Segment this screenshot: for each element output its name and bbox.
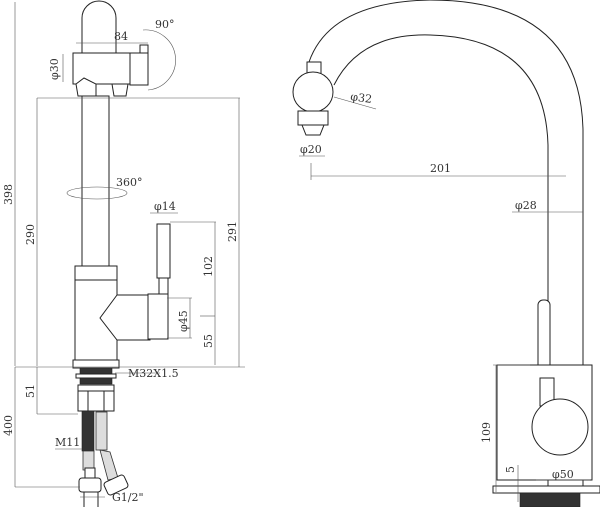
- dim-201: 201: [430, 162, 451, 175]
- aerator-right: [111, 83, 129, 97]
- aerator-collar: [297, 110, 329, 126]
- thread-band-2: [79, 377, 113, 385]
- front-thread: [519, 492, 581, 507]
- spout-top: [81, 0, 117, 61]
- spout-outer: [308, 0, 584, 490]
- hose-nut-right: [103, 474, 129, 496]
- aerator-ball: [292, 71, 334, 113]
- dim-g12: G1/2": [112, 491, 144, 504]
- front-cartridge: [531, 398, 589, 456]
- lever-base: [99, 294, 151, 341]
- dim-phi14: φ14: [154, 200, 176, 213]
- threaded-rod: [81, 410, 95, 452]
- dim-109: 109: [480, 422, 493, 443]
- front-view: φ32 φ20 201 φ28 109 5 φ50: [292, 0, 600, 507]
- front-base-plate: [492, 485, 600, 494]
- dim-thread: M32X1.5: [128, 367, 179, 380]
- hex-nut: [77, 390, 115, 412]
- dim-phi50: φ50: [552, 468, 574, 481]
- thread-band-1: [79, 367, 113, 375]
- lever-cartridge: [147, 293, 169, 340]
- lever-handle: [156, 223, 171, 279]
- dim-290: 290: [24, 224, 37, 245]
- pivot-cap: [139, 44, 149, 54]
- dim-phi32: φ32: [350, 90, 373, 106]
- dim-m11: M11: [55, 436, 80, 449]
- dim-291: 291: [226, 221, 239, 242]
- spout-inner: [333, 34, 549, 490]
- dim-phi30: φ30: [48, 58, 61, 80]
- rotate-90-icon: [142, 29, 176, 91]
- dim-phi20: φ20: [300, 143, 322, 156]
- hose-right: [95, 411, 108, 451]
- rotate-360-icon: [66, 186, 128, 200]
- dim-398: 398: [2, 184, 15, 205]
- spout-tube: [81, 95, 110, 269]
- aerator-left: [75, 77, 97, 97]
- dim-phi28: φ28: [515, 199, 537, 212]
- aerator-outlet: [301, 124, 325, 136]
- dim-400: 400: [2, 415, 15, 436]
- side-view: 84 90° φ30 398 290 360° φ14 291 102 φ45 …: [2, 0, 245, 507]
- pivot-block: [129, 52, 149, 86]
- hose-nut-left: [78, 477, 102, 493]
- lever-neck: [158, 277, 169, 295]
- dim-84: 84: [114, 30, 128, 43]
- dim-5: 5: [504, 466, 517, 473]
- dim-51: 51: [24, 384, 37, 398]
- hose-left: [82, 450, 95, 471]
- dim-90deg: 90°: [155, 18, 175, 31]
- dim-102: 102: [202, 256, 215, 277]
- dim-55: 55: [202, 334, 215, 348]
- dim-phi45: φ45: [177, 310, 190, 332]
- dim-360deg: 360°: [116, 176, 143, 189]
